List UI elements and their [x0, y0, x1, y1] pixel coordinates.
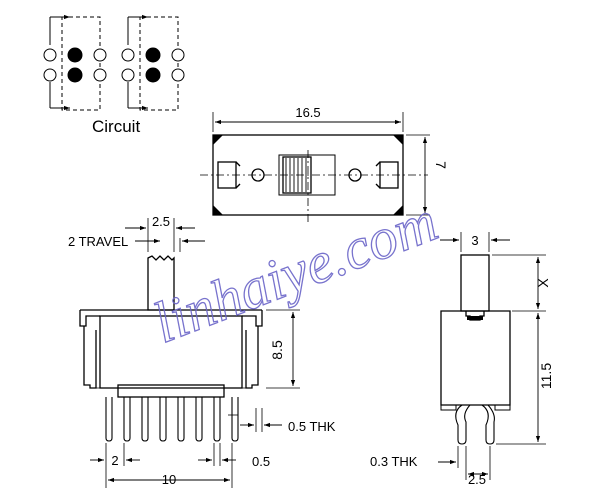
watermark-text: linhaiye.com — [144, 188, 445, 355]
length-dimension-label: 16.5 — [295, 105, 320, 120]
top-view — [200, 112, 430, 222]
actuator-width-label: 2.5 — [152, 214, 170, 229]
left-rivet-hole — [251, 168, 265, 182]
pin-thickness-label: 0.5 THK — [288, 419, 336, 434]
circuit-left-group — [43, 14, 107, 111]
front-pins — [105, 397, 239, 442]
travel-label: 2 TRAVEL — [68, 234, 128, 249]
side-actuator-width-label: 3 — [471, 233, 478, 248]
top-view-actuator — [282, 156, 312, 194]
side-view — [438, 232, 546, 480]
width-dimension-label: 7 — [433, 161, 449, 169]
circuit-schematic — [43, 14, 185, 111]
side-body — [440, 310, 511, 406]
circuit-label: Circuit — [92, 117, 140, 136]
side-pin-thickness-label: 0.3 THK — [370, 454, 418, 469]
side-height-label: 11.5 — [538, 363, 554, 389]
circuit-right-group — [121, 14, 185, 111]
right-rivet-hole — [348, 168, 362, 182]
right-end-tab — [379, 161, 399, 189]
side-actuator — [460, 254, 490, 312]
pin-width-label: 0.5 — [252, 454, 270, 469]
left-end-tab — [217, 161, 237, 189]
side-x-label: X — [535, 278, 551, 288]
front-view — [79, 218, 300, 488]
front-height-label: 8.5 — [269, 340, 285, 360]
pin-pitch-label: 2 — [111, 453, 118, 468]
body-length-label: 10 — [162, 472, 176, 487]
side-pin-pitch-label: 2.5 — [468, 472, 486, 487]
